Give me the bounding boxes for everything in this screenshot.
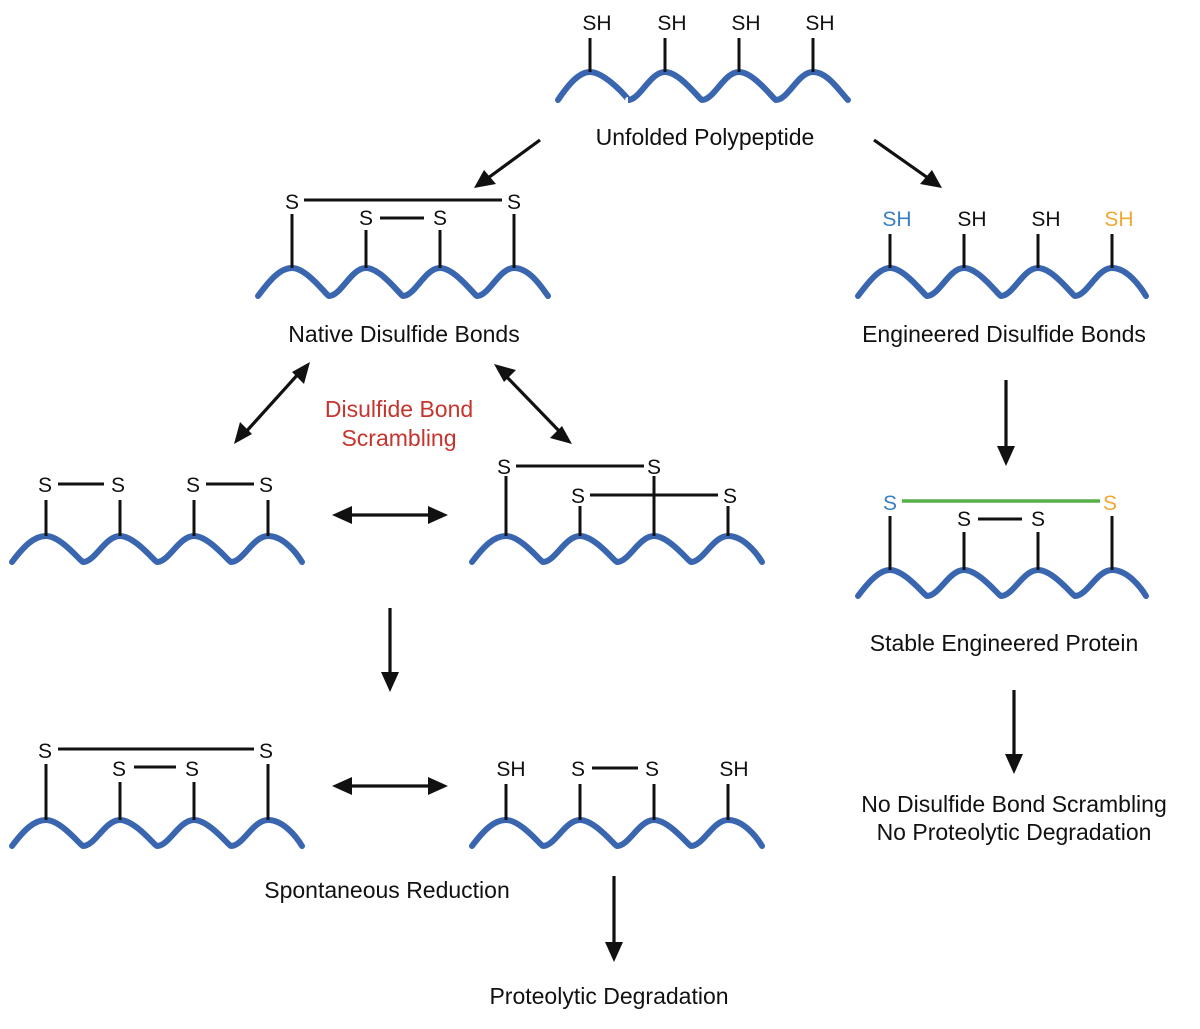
sulfur-label: S [259,474,273,497]
spontaneous-label: Spontaneous Reduction [264,877,510,903]
native-label: Native Disulfide Bonds [288,321,519,347]
double-arrow-horizontal-top [332,506,448,524]
sulfur-label: S [957,508,971,531]
sulfur-label: S [112,758,126,781]
sulfur-label: S [507,191,521,214]
arrow-to-stable [997,380,1015,466]
sulfur-label: S [433,207,447,230]
sulfur-label: S [38,740,52,763]
sulfur-label: S [259,740,273,763]
sulfur-label: S [111,474,125,497]
thiol-label: SH [657,12,686,35]
backbone-wave [255,264,551,300]
sulfur-label: S [647,456,661,479]
thiol-label: SH [719,758,748,781]
sulfur-label: S [1031,508,1045,531]
backbone-wave [855,566,1149,600]
sulfur-label: S [186,474,200,497]
unfolded-polypeptide: SH SH SH SH Unfolded Polypeptide [555,12,851,150]
sulfur-label: S [38,474,52,497]
double-arrow-horizontal-bottom [332,777,448,795]
stable-label: Stable Engineered Protein [870,630,1139,656]
sulfur-label: S [285,191,299,214]
double-arrow-left [234,362,310,444]
thiol-label: SH [731,12,760,35]
scrambling-label-line1: Disulfide Bond [325,396,473,422]
backbone-wave [555,68,851,104]
engineered-sulfur-right: S [1103,492,1117,515]
sulfur-label: S [185,758,199,781]
sulfur-label: S [723,485,737,508]
double-arrow-right [494,364,572,444]
sulfur-label: S [359,207,373,230]
no-degradation-label: No Proteolytic Degradation [877,819,1152,845]
degradation-label: Proteolytic Degradation [489,983,728,1009]
arrow-to-native [474,138,541,188]
unfolded-label: Unfolded Polypeptide [596,124,815,150]
scrambled-nested: S S S S [9,740,305,850]
arrow-to-outcome-engineered [1005,690,1023,774]
engineered-thiol-left: SH [882,208,911,231]
thiol-label: SH [1031,208,1060,231]
engineered-disulfide: SH SH SH SH Engineered Disulfide Bonds [855,208,1149,347]
engineered-outcome: No Disulfide Bond Scrambling No Proteoly… [861,791,1167,845]
scrambling-label-group: Disulfide Bond Scrambling [325,396,473,451]
thiol-label: SH [957,208,986,231]
native-disulfide: S S S S Native Disulfide Bonds [255,191,551,347]
backbone-wave [469,816,765,850]
engineered-sulfur-left: S [883,492,897,515]
thiol-label: SH [496,758,525,781]
scrambling-label-line2: Scrambling [341,425,456,451]
sulfur-label: S [571,485,585,508]
sulfur-label: S [645,758,659,781]
scrambled-crossed: S S S S [469,456,765,566]
backbone-wave [855,264,1149,300]
backbone-wave [9,532,305,566]
no-scrambling-label: No Disulfide Bond Scrambling [861,791,1167,817]
sulfur-label: S [497,456,511,479]
sulfur-label: S [571,758,585,781]
partially-reduced: SH S S SH [469,758,765,850]
engineered-thiol-right: SH [1104,208,1133,231]
thiol-label: SH [582,12,611,35]
arrow-to-degradation [605,876,623,962]
thiol-label: SH [805,12,834,35]
backbone-wave [9,816,305,850]
backbone-wave [469,532,765,566]
scrambled-adjacent-pairs: S S S S [9,474,305,566]
arrow-down-center [381,608,399,692]
engineered-label: Engineered Disulfide Bonds [862,321,1146,347]
stable-engineered-protein: S S S S Stable Engineered Protein [855,492,1149,656]
arrow-to-engineered [873,138,942,188]
